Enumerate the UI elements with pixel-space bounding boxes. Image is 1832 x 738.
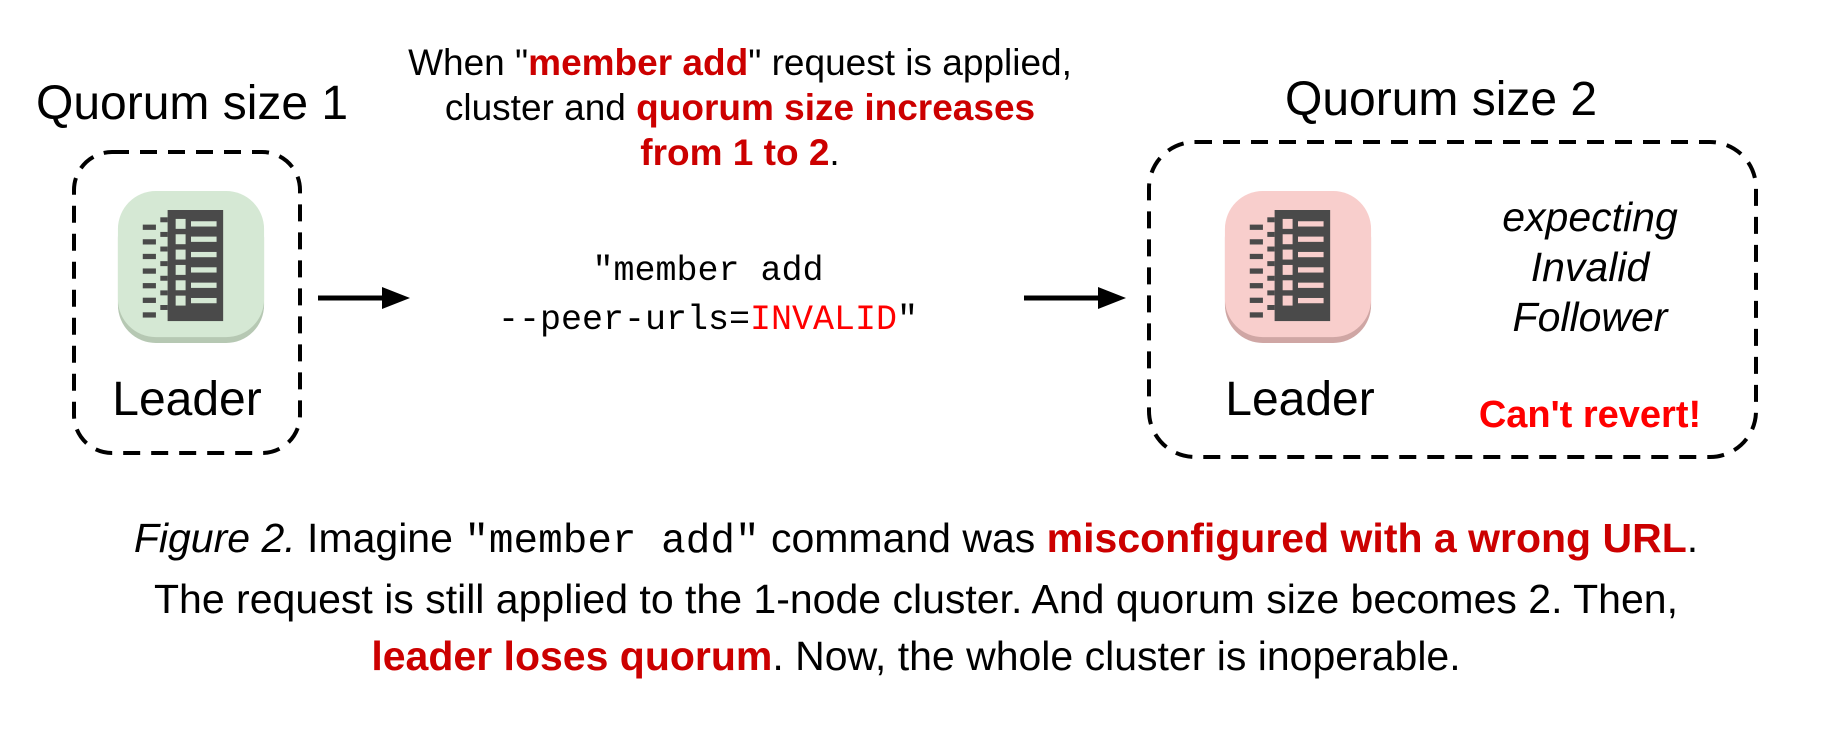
command-line-2: --peer-urls=INVALID" — [497, 300, 919, 340]
flow-arrow-icon — [318, 287, 410, 309]
expecting-invalid-follower-note: expecting Invalid Follower — [1502, 194, 1678, 340]
right-quorum-title: Quorum size 2 — [1285, 73, 1598, 126]
caption-line-2: The request is still applied to the 1-no… — [154, 576, 1678, 622]
note-line-1: When "member add" request is applied, — [408, 42, 1072, 83]
note-line-3: from 1 to 2. — [640, 132, 840, 173]
flow-arrow-icon — [1024, 287, 1126, 309]
left-leader-label: Leader — [112, 373, 262, 426]
figure-label: Figure 2. — [133, 515, 296, 561]
member-add-command: "member add --peer-urls=INVALID" — [350, 247, 1066, 345]
leader-node-icon-pink — [1224, 191, 1372, 343]
command-line-1: "member add — [592, 251, 824, 291]
caption-line-3: leader loses quorum. Now, the whole clus… — [371, 633, 1461, 679]
right-leader-label: Leader — [1225, 373, 1375, 426]
member-add-note: When "member add" request is applied, cl… — [380, 40, 1100, 175]
note-line-2: cluster and quorum size increases — [444, 87, 1036, 128]
figure-caption: Figure 2. Imagine "member add" command w… — [0, 510, 1832, 685]
left-quorum-title: Quorum size 1 — [36, 77, 349, 130]
caption-line-1: Figure 2. Imagine "member add" command w… — [133, 515, 1699, 565]
cant-revert-warning: Can't revert! — [1478, 394, 1702, 436]
right-cluster-boundary — [1147, 140, 1758, 459]
left-cluster-boundary — [72, 150, 302, 455]
leader-node-icon-green — [117, 191, 265, 343]
